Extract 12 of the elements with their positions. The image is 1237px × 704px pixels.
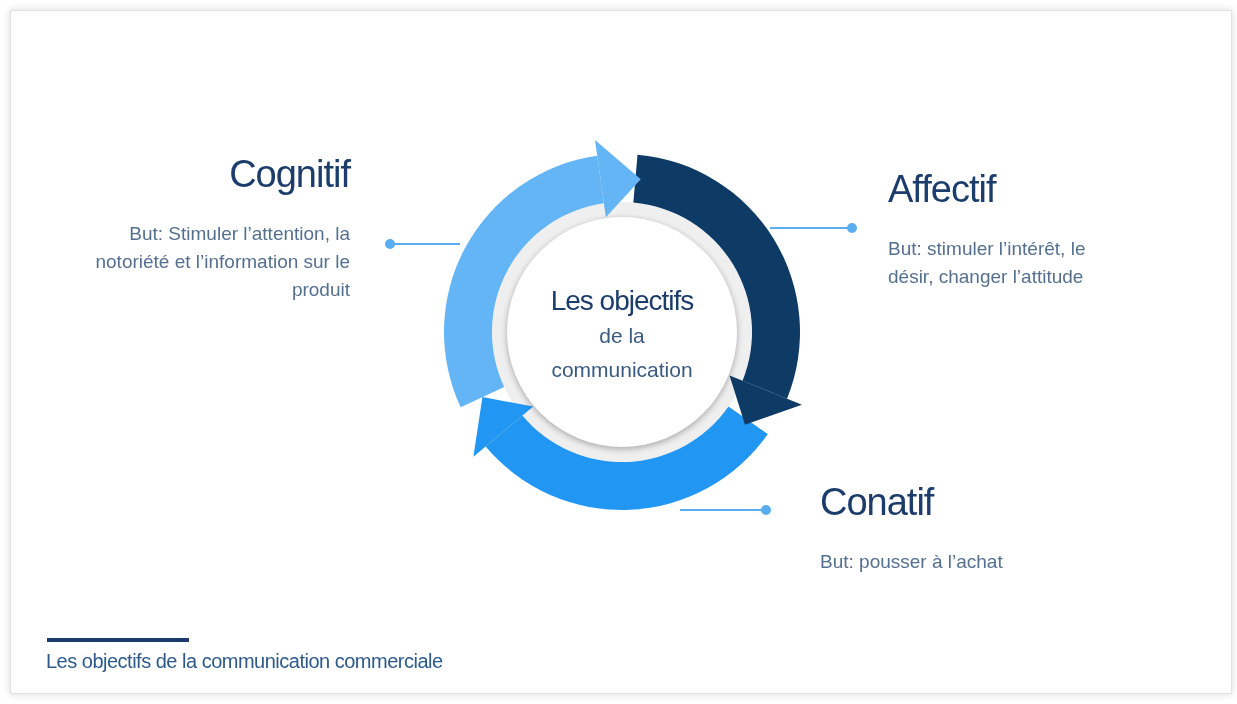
heading: Conatif xyxy=(820,480,936,525)
center-title: Les objectifs xyxy=(550,284,694,318)
heading: Cognitif xyxy=(229,152,350,197)
leader-line xyxy=(769,223,857,233)
description: But: pousser à l’achat xyxy=(820,550,1004,574)
description: But: stimuler l’intérêt, le désir, changer l’attitude xyxy=(888,237,1087,289)
footer-caption: Les objectifs de la communication commerciale xyxy=(46,649,443,674)
center-subtitle: de la communication xyxy=(550,323,694,383)
leader-line xyxy=(679,505,771,515)
leader-line xyxy=(385,239,461,249)
heading: Affectif xyxy=(888,167,998,212)
description: But: Stimuler l’attention, la notoriété et l’information sur le produit xyxy=(94,222,350,302)
